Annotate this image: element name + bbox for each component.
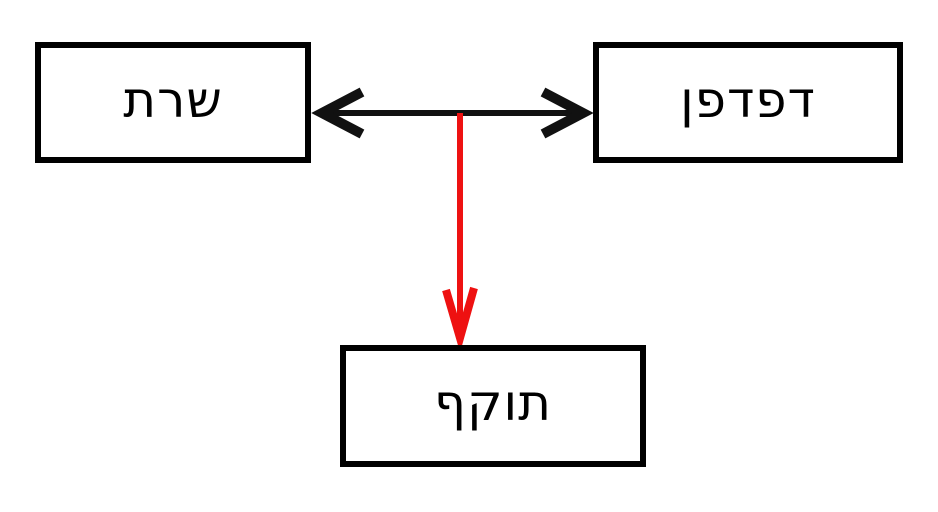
- node-browser-label: דפדפן: [680, 70, 816, 129]
- link-arrowhead-right-icon: [540, 87, 594, 139]
- link-arrowhead-left-icon: [311, 87, 365, 139]
- node-attacker-label: תוקף: [434, 374, 552, 432]
- node-server: שרת: [35, 42, 311, 163]
- attack-arrowhead-down-icon: [442, 286, 478, 353]
- node-server-label: שרת: [123, 70, 223, 129]
- node-attacker: תוקף: [340, 345, 646, 467]
- attack-arrow-to-attacker: [442, 113, 478, 353]
- link-arrow-server-browser: [311, 87, 594, 139]
- node-browser: דפדפן: [593, 42, 903, 163]
